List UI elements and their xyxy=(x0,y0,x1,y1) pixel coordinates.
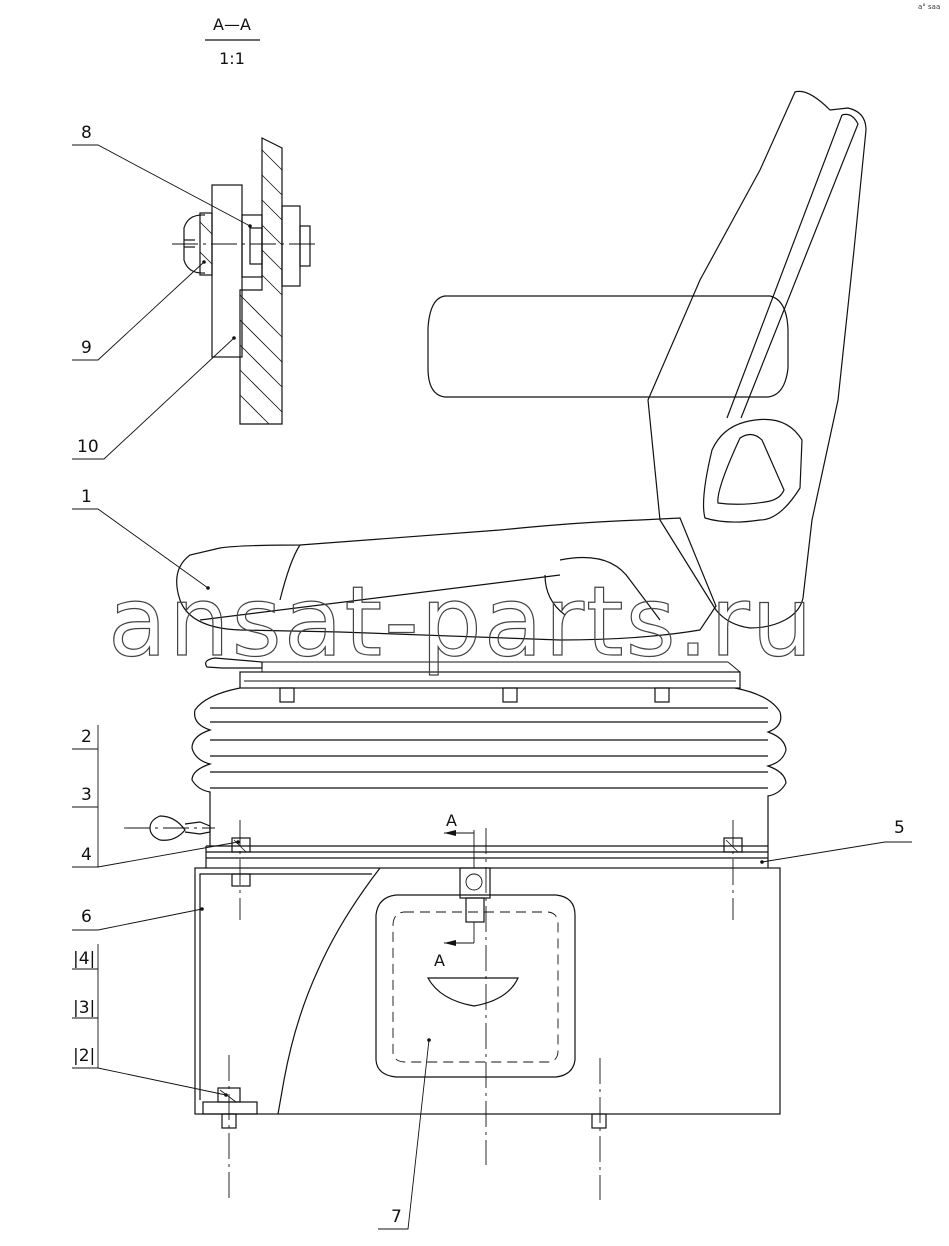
section-scale: 1:1 xyxy=(219,49,245,68)
callout-label-9: 9 xyxy=(81,338,92,358)
seat-back xyxy=(427,90,867,629)
plate-hatching xyxy=(239,149,283,425)
callout-label-8: 8 xyxy=(81,123,92,143)
callout-label-1: 1 xyxy=(81,487,92,507)
callout-stack-2-3-4: 2 3 4 xyxy=(72,725,240,868)
callout-label-13: |3| xyxy=(73,998,95,1018)
slide-rail xyxy=(205,657,741,703)
callout-9: 9 xyxy=(72,260,206,361)
callout-7: 7 xyxy=(378,1038,431,1230)
base-plate xyxy=(205,820,769,920)
section-mark-bottom: A xyxy=(434,951,445,970)
callout-label-3: 3 xyxy=(81,785,92,805)
adjustment-knob xyxy=(124,815,215,841)
callout-label-12: |2| xyxy=(73,1046,95,1066)
suspension-bellows xyxy=(191,687,787,846)
callout-6: 6 xyxy=(72,907,204,931)
callout-5: 5 xyxy=(760,818,912,864)
callout-label-5: 5 xyxy=(894,818,905,838)
base-box: A A xyxy=(194,811,781,1200)
section-title: A—A 1:1 xyxy=(205,15,260,68)
section-mark-top: A xyxy=(446,811,457,830)
callout-label-14: |4| xyxy=(73,949,95,969)
callout-label-4: 4 xyxy=(81,845,92,865)
callout-stack-14-13-12: |4| |3| |2| xyxy=(72,944,228,1097)
corner-mark: a° saa xyxy=(918,3,940,11)
callout-1: 1 xyxy=(72,487,210,590)
section-name: A—A xyxy=(213,15,251,34)
seat-cushion xyxy=(176,517,717,641)
callout-8: 8 xyxy=(72,123,252,228)
callout-label-7: 7 xyxy=(391,1207,402,1227)
watermark: ansat-parts.ru xyxy=(108,566,815,678)
callout-label-2: 2 xyxy=(81,727,92,747)
callout-10: 10 xyxy=(72,336,236,460)
callout-label-10: 10 xyxy=(77,437,99,457)
callout-label-6: 6 xyxy=(81,907,92,927)
section-detail xyxy=(172,137,320,425)
